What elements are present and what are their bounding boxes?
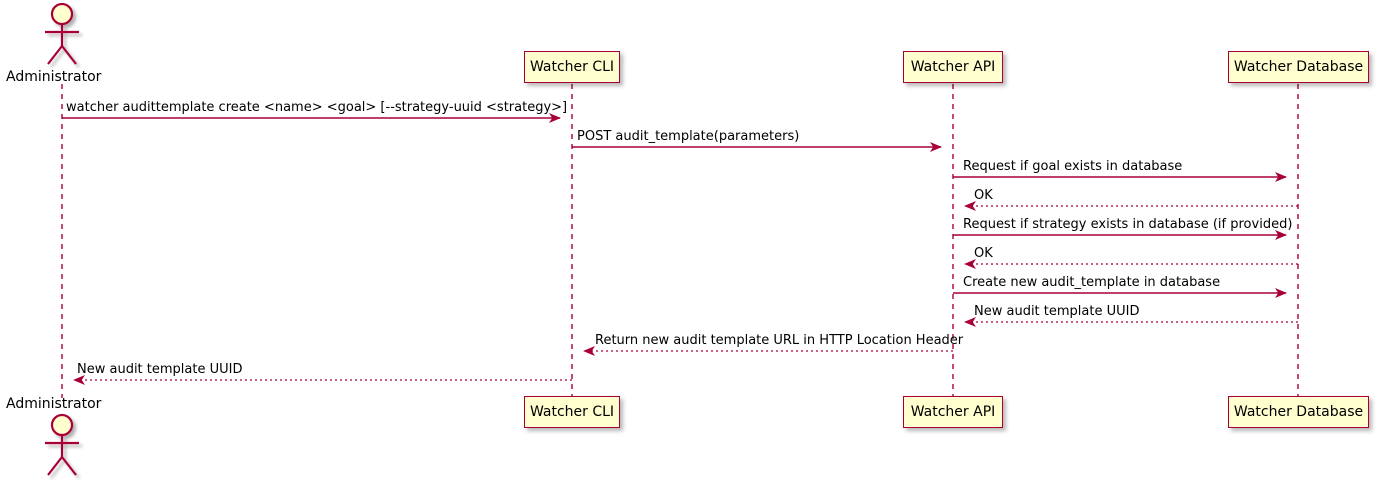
participant-label-watcher-cli-bottom: Watcher CLI [529,404,615,420]
participant-label-watcher-database-top: Watcher Database [1233,59,1364,75]
actor-administrator-bottom [45,413,79,476]
message-label-4: OK [974,188,993,203]
message-label-6: OK [974,246,993,261]
message-label-2: POST audit_template(parameters) [577,129,800,144]
participant-box-watcher-cli-bottom[interactable]: Watcher CLI [524,396,620,428]
actor-label-administrator-top: Administrator [6,69,102,85]
message-label-8: New audit template UUID [974,304,1140,319]
participant-box-watcher-database-bottom[interactable]: Watcher Database [1228,396,1369,428]
message-label-7: Create new audit_template in database [963,275,1221,290]
participant-box-watcher-database-top[interactable]: Watcher Database [1228,51,1369,83]
message-label-10: New audit template UUID [77,362,243,377]
message-label-1: watcher audittemplate create <name> <goa… [66,100,568,115]
participant-label-watcher-api-bottom: Watcher API [910,404,996,420]
participant-box-watcher-api-top[interactable]: Watcher API [903,51,1003,83]
lifelines [61,84,1299,398]
actor-administrator-top [45,2,79,65]
actor-label-administrator-bottom: Administrator [6,396,102,412]
message-label-9: Return new audit template URL in HTTP Lo… [595,333,964,348]
message-label-5: Request if strategy exists in database (… [963,217,1293,232]
participant-label-watcher-api-top: Watcher API [910,59,996,75]
participant-box-watcher-api-bottom[interactable]: Watcher API [903,396,1003,428]
message-label-3: Request if goal exists in database [963,159,1183,174]
participant-box-watcher-cli-top[interactable]: Watcher CLI [524,51,620,83]
participant-label-watcher-cli-top: Watcher CLI [529,59,615,75]
participant-label-watcher-database-bottom: Watcher Database [1233,404,1364,420]
message-arrows [62,113,1298,385]
